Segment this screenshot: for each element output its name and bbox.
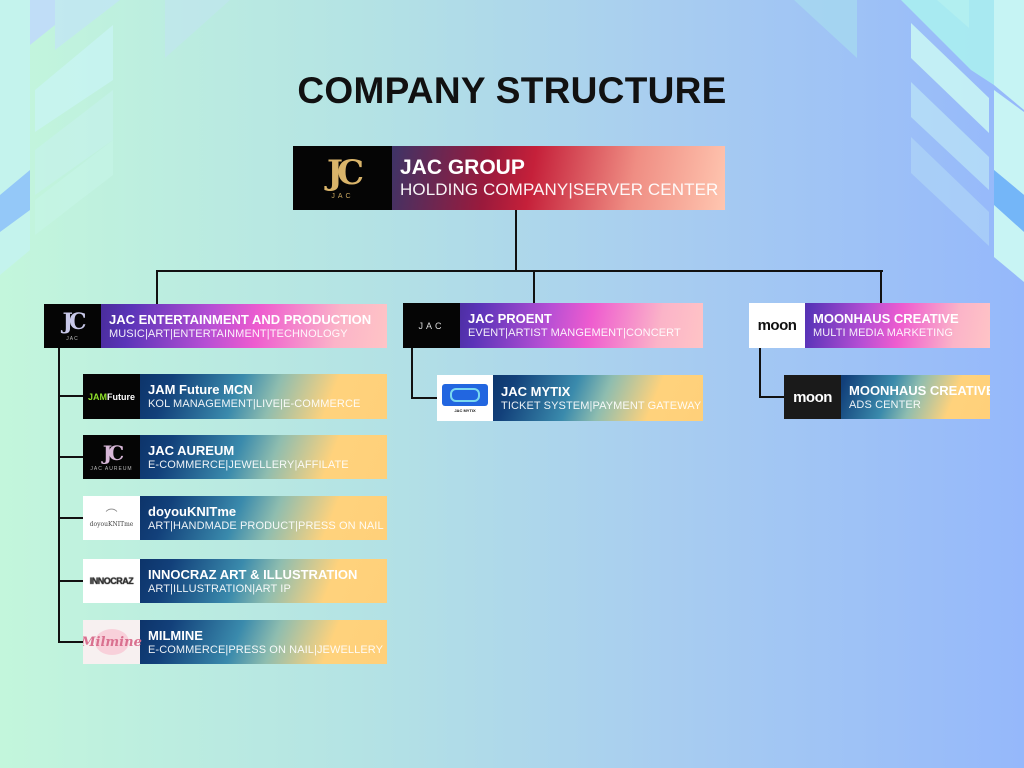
logo-wordmark: Milmine	[83, 634, 142, 650]
jac-entertainment-logo: JC JAC	[44, 304, 101, 348]
node-title: INNOCRAZ ART & ILLUSTRATION	[148, 566, 358, 582]
page-title: COMPANY STRUCTURE	[297, 70, 727, 111]
node-tags: ART|ILLUSTRATION|ART IP	[148, 582, 291, 595]
connector-branch-jac-aureum	[58, 456, 83, 458]
node-title: doyouKNITme	[148, 503, 237, 519]
node-info: INNOCRAZ ART & ILLUSTRATION ART|ILLUSTRA…	[140, 559, 387, 603]
node-jam-future-mcn[interactable]: JAMFuture JAM Future MCN KOL MANAGEMENT|…	[83, 374, 387, 419]
node-tags: MULTI MEDIA MARKETING	[813, 327, 954, 339]
node-moonhaus-creative[interactable]: moon MOONHAUS CREATIVE MULTI MEDIA MARKE…	[749, 303, 990, 348]
link-ring-icon	[450, 387, 480, 402]
milmine-logo: Milmine	[83, 620, 142, 664]
node-info: JAC AUREUM E-COMMERCE|JEWELLERY|AFFILATE	[140, 435, 387, 479]
node-jac-entertainment[interactable]: JC JAC JAC ENTERTAINMENT AND PRODUCTION …	[44, 304, 387, 348]
logo-wordmark: JAC AUREUM	[90, 465, 133, 472]
node-title: JAC ENTERTAINMENT AND PRODUCTION	[109, 311, 372, 327]
moonhaus-logo: moon	[749, 303, 805, 348]
node-tags: EVENT|ARTIST MANGEMENT|CONCERT	[468, 327, 681, 339]
logo-wordmark: moon	[757, 317, 797, 334]
node-info: JAC ENTERTAINMENT AND PRODUCTION MUSIC|A…	[101, 304, 387, 348]
node-title: JAC PROENT	[468, 311, 552, 326]
logo-wordmark-a: JAM	[87, 391, 107, 402]
jac-group-logo: JC JAC	[293, 146, 392, 210]
decorative-shapes-top-left	[0, 0, 240, 300]
node-jac-proent[interactable]: JAC JAC PROENT EVENT|ARTIST MANGEMENT|CO…	[403, 303, 703, 348]
ticket-icon	[442, 383, 488, 406]
node-tags: ADS CENTER	[849, 398, 921, 411]
node-innocraz[interactable]: INNOCRAZ INNOCRAZ ART & ILLUSTRATION ART…	[83, 559, 387, 603]
node-info: MOONHAUS CREATIVE ADS CENTER	[841, 375, 990, 419]
connector-branch-doyouknitme	[58, 517, 83, 519]
node-moonhaus-ads-center[interactable]: moon MOONHAUS CREATIVE ADS CENTER	[784, 375, 990, 419]
node-title: MOONHAUS CREATIVE	[849, 382, 990, 398]
logo-wordmark-b: Future	[107, 391, 135, 402]
jac-monogram-icon: JC	[102, 440, 124, 465]
logo-wordmark: JAC MYTIX	[454, 407, 476, 413]
node-tags: ART|HANDMADE PRODUCT|PRESS ON NAIL	[148, 519, 384, 532]
connector-proent-spine	[411, 348, 413, 399]
connector-moonhaus-spine	[759, 348, 761, 398]
node-info: JAC PROENT EVENT|ARTIST MANGEMENT|CONCER…	[460, 303, 703, 348]
logo-wordmark: JAMFuture	[88, 392, 135, 402]
node-jac-group[interactable]: JC JAC JAC GROUP HOLDING COMPANY|SERVER …	[293, 146, 725, 210]
connector-root-trunk	[515, 210, 517, 272]
jac-mytix-logo: JAC MYTIX	[437, 375, 493, 421]
logo-wordmark: JAC	[66, 335, 79, 342]
hanger-icon: ⌒	[105, 507, 118, 522]
jam-future-logo: JAMFuture	[83, 374, 140, 419]
node-tags: HOLDING COMPANY|SERVER CENTER	[400, 180, 719, 199]
node-jac-mytix[interactable]: JAC MYTIX JAC MYTIX TICKET SYSTEM|PAYMEN…	[437, 375, 703, 421]
logo-wordmark: doyouKNITme	[89, 520, 134, 528]
connector-branch-mytix	[411, 397, 437, 399]
node-title: JAC MYTIX	[501, 383, 571, 399]
decor-shapes-left-svg	[0, 0, 230, 275]
connector-entertainment-spine	[58, 348, 60, 643]
connector-division-bus	[156, 270, 883, 272]
node-info: doyouKNITme ART|HANDMADE PRODUCT|PRESS O…	[140, 496, 387, 540]
node-info: JAC MYTIX TICKET SYSTEM|PAYMENT GATEWAY	[493, 375, 703, 421]
doyouknitme-logo: ⌒ doyouKNITme	[83, 496, 140, 540]
logo-wordmark: JAC	[331, 193, 354, 200]
node-title: JAM Future MCN	[148, 382, 253, 397]
node-tags: TICKET SYSTEM|PAYMENT GATEWAY	[501, 399, 702, 412]
jac-monogram-icon: JC	[326, 153, 364, 193]
node-doyouknitme[interactable]: ⌒ doyouKNITme doyouKNITme ART|HANDMADE P…	[83, 496, 387, 540]
connector-drop-entertainment	[156, 270, 158, 304]
logo-wordmark: moon	[793, 388, 832, 406]
node-info: JAC GROUP HOLDING COMPANY|SERVER CENTER	[392, 146, 725, 210]
connector-branch-milmine	[58, 641, 83, 643]
innocraz-logo: INNOCRAZ	[83, 559, 140, 603]
logo-wordmark: INNOCRAZ	[89, 576, 134, 586]
node-info: MILMINE E-COMMERCE|PRESS ON NAIL|JEWELLE…	[140, 620, 387, 664]
decor-shapes-right-svg	[794, 0, 1024, 282]
moon-ads-logo: moon	[784, 375, 841, 419]
jac-aureum-logo: JC JAC AUREUM	[83, 435, 140, 479]
node-milmine[interactable]: Milmine MILMINE E-COMMERCE|PRESS ON NAIL…	[83, 620, 387, 664]
node-tags: MUSIC|ART|ENTERTAINMENT|TECHNOLOGY	[109, 327, 348, 340]
node-title: JAC AUREUM	[148, 442, 235, 458]
node-title: MOONHAUS CREATIVE	[813, 311, 959, 326]
connector-branch-jam-future	[58, 395, 83, 397]
node-tags: E-COMMERCE|JEWELLERY|AFFILATE	[148, 458, 349, 471]
node-info: MOONHAUS CREATIVE MULTI MEDIA MARKETING	[805, 303, 990, 348]
jac-monogram-icon: JC	[62, 308, 87, 335]
node-tags: KOL MANAGEMENT|LIVE|E-COMMERCE	[148, 398, 361, 410]
node-jac-aureum[interactable]: JC JAC AUREUM JAC AUREUM E-COMMERCE|JEWE…	[83, 435, 387, 479]
decorative-shapes-top-right	[774, 0, 1024, 300]
connector-branch-moon-ads	[759, 396, 784, 398]
jac-proent-logo: JAC	[403, 303, 460, 348]
node-info: JAM Future MCN KOL MANAGEMENT|LIVE|E-COM…	[140, 374, 387, 419]
logo-wordmark: JAC	[418, 320, 445, 331]
node-title: JAC GROUP	[400, 156, 525, 179]
connector-drop-moonhaus	[880, 270, 882, 303]
connector-drop-proent	[533, 270, 535, 303]
node-tags: E-COMMERCE|PRESS ON NAIL|JEWELLERY	[148, 643, 384, 656]
connector-branch-innocraz	[58, 580, 83, 582]
node-title: MILMINE	[148, 627, 203, 643]
heart-icon	[94, 629, 129, 655]
